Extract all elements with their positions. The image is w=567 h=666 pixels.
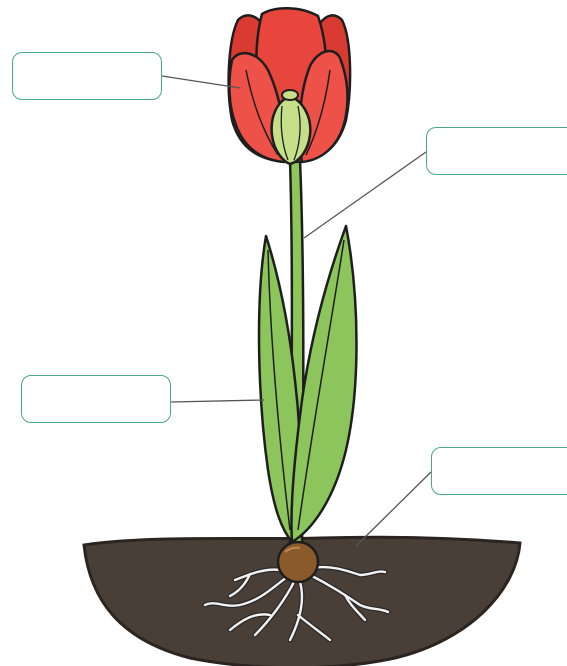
label-box-flower[interactable] [12, 52, 162, 100]
leader-line-flower [161, 75, 241, 89]
label-box-leaf[interactable] [21, 375, 171, 423]
bulb [276, 540, 320, 584]
label-box-stem[interactable] [426, 127, 567, 175]
pistil [270, 89, 312, 166]
leader-line-stem [303, 151, 427, 239]
label-box-bulb[interactable] [431, 447, 567, 495]
leader-line-bulb [355, 471, 432, 547]
leader-line-leaf [170, 399, 265, 403]
